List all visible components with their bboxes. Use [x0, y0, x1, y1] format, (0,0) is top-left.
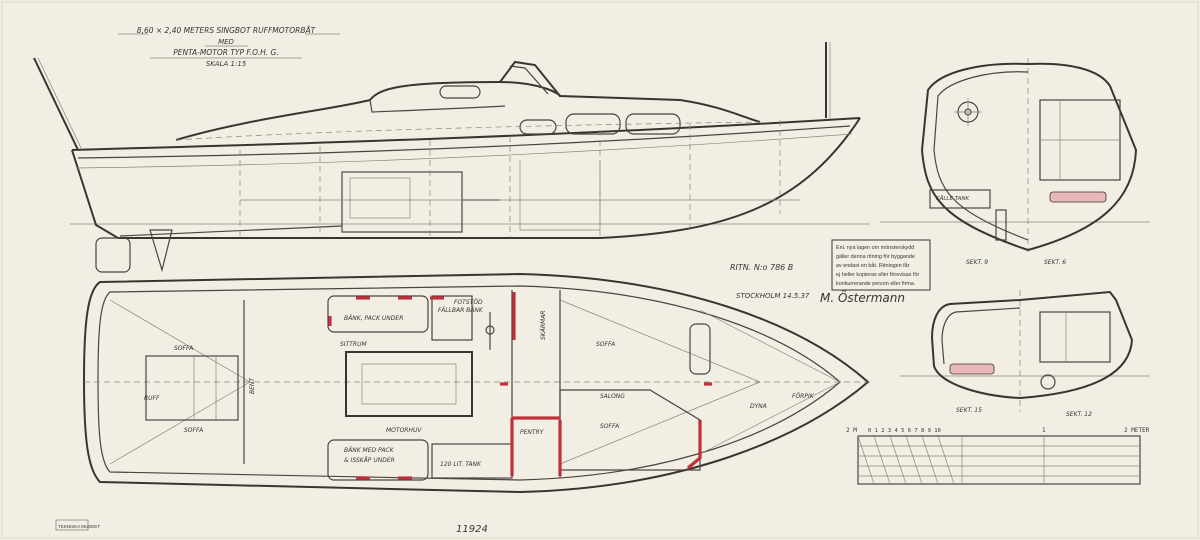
propeller-shaft	[119, 225, 343, 237]
copyright-line-2: gäller denna ritning för byggande	[836, 254, 915, 260]
label-motorhuv: MOTORHUV	[386, 427, 422, 434]
label-sekt-12: SEKT. 12	[1066, 411, 1092, 418]
label-soffa-1: SOFFA	[174, 345, 193, 352]
rudder	[95, 237, 131, 273]
drawing-info: RITN. N:o 786 B STOCKHOLM 14.5.37 M. Öst…	[730, 263, 905, 305]
label-bank-med-pack-2: & ISSKÅP UNDER	[344, 457, 395, 464]
fold-bench	[431, 295, 473, 341]
label-bank-pack: BÄNK, PACK UNDER	[344, 315, 403, 322]
hull-keel-line	[71, 117, 861, 239]
label-fotstod: FOTSTÖD	[454, 299, 483, 306]
archive-marks: TEKNISKA MUSEET 11924	[55, 519, 488, 535]
label-soffa-2: SOFFA	[184, 427, 203, 434]
section-views-upper: KÄLLE TANK SEKT. 9 SEKT. 6	[880, 58, 1150, 266]
cabin-roof	[175, 80, 761, 141]
archive-number: 11924	[456, 524, 488, 535]
hull-sheer-line	[71, 117, 861, 151]
ruff-berth	[145, 355, 239, 421]
label-sekt-9: SEKT. 9	[966, 259, 988, 266]
label-kalle-tank: KÄLLE TANK	[936, 195, 969, 202]
window-2	[519, 119, 557, 135]
label-soffa-4: SOFFA	[600, 423, 619, 430]
label-sekt-15: SEKT. 15	[956, 407, 982, 414]
plan-diagonals	[109, 299, 841, 465]
engine-block	[341, 171, 463, 233]
title-block: 8,60 × 2,40 METERS SINGBOT RUFFMOTORBÅT …	[118, 26, 340, 68]
label-forpik: FÖRPIK	[792, 393, 815, 400]
section-9-outline	[920, 62, 1029, 251]
section-views-lower: SEKT. 15 SEKT. 12	[900, 290, 1150, 418]
signature: M. Östermann	[820, 289, 905, 305]
label-dyna: DYNA	[750, 403, 767, 410]
label-sittrum: SITTRUM	[340, 341, 367, 348]
label-bank-med-pack-1: BÄNK MED PACK	[344, 447, 395, 454]
museum-stamp-text: TEKNISKA MUSEET	[58, 524, 100, 529]
title-line-1: 8,60 × 2,40 METERS SINGBOT RUFFMOTORBÅT	[137, 26, 317, 35]
windshield	[499, 60, 561, 97]
scale-bar: 2 M 0 1 2 3 4 5 6 7 8 9 10 1 2 METER	[846, 427, 1150, 485]
window-1	[439, 85, 481, 99]
copyright-line-4: ej heller kopieras eller förevisas för	[836, 272, 919, 278]
side-profile-view	[33, 42, 870, 273]
scale-ticks: 0 1 2 3 4 5 6 7 8 9 10	[868, 428, 941, 434]
label-pentry: PENTRY	[520, 429, 545, 436]
steering-wheel-icon	[485, 325, 495, 335]
section-6-outline	[1027, 62, 1138, 251]
museum-stamp	[55, 519, 89, 531]
copyright-note: Enl. nya lagen om mönsterskydd gäller de…	[831, 239, 931, 291]
scale-mid: 1	[1042, 427, 1046, 434]
label-sekt-6: SEKT. 6	[1044, 259, 1066, 266]
copyright-line-3: av endast en båt. Ritningen får	[836, 262, 910, 269]
label-fallbar-bank-1: FÄLLBAR BÄNK	[438, 307, 484, 314]
title-line-3: PENTA-MOTOR TYP F.O.H. G.	[173, 48, 278, 57]
engine-hood	[345, 351, 473, 417]
flag-staff-aft	[33, 57, 79, 151]
scale-label-right: 2 METER	[1124, 427, 1150, 434]
title-line-2: MED	[218, 38, 234, 46]
drawing-place-date: STOCKHOLM 14.5.37	[736, 292, 810, 300]
red-bulkhead-markings	[328, 292, 712, 480]
plan-view: RUFF SOFFA SOFFA BENT BÄNK, PACK UNDER F…	[82, 272, 870, 494]
section-15-outline	[930, 299, 1021, 399]
label-soffa-3: SOFFA	[596, 341, 615, 348]
label-tank: 120 LIT. TANK	[440, 461, 482, 468]
section-12-outline	[1019, 290, 1134, 399]
scale-label-left: 2 M	[846, 427, 857, 434]
drawing-number: RITN. N:o 786 B	[730, 263, 793, 272]
bench-port	[327, 295, 429, 333]
label-ruff: RUFF	[144, 395, 160, 402]
label-bent: BENT	[249, 377, 256, 394]
copyright-line-5: konkurrerande person eller firma.	[836, 281, 915, 287]
label-skarmar: SKÄRMAR	[540, 311, 547, 340]
plan-hull-outline	[82, 272, 870, 494]
bench-starboard	[327, 439, 429, 481]
copyright-line-1: Enl. nya lagen om mönsterskydd	[836, 245, 914, 251]
propeller	[149, 229, 173, 273]
forward-berth	[689, 323, 711, 375]
label-salong: SALONG	[600, 393, 625, 400]
title-line-4: SKALA 1:15	[206, 60, 247, 68]
